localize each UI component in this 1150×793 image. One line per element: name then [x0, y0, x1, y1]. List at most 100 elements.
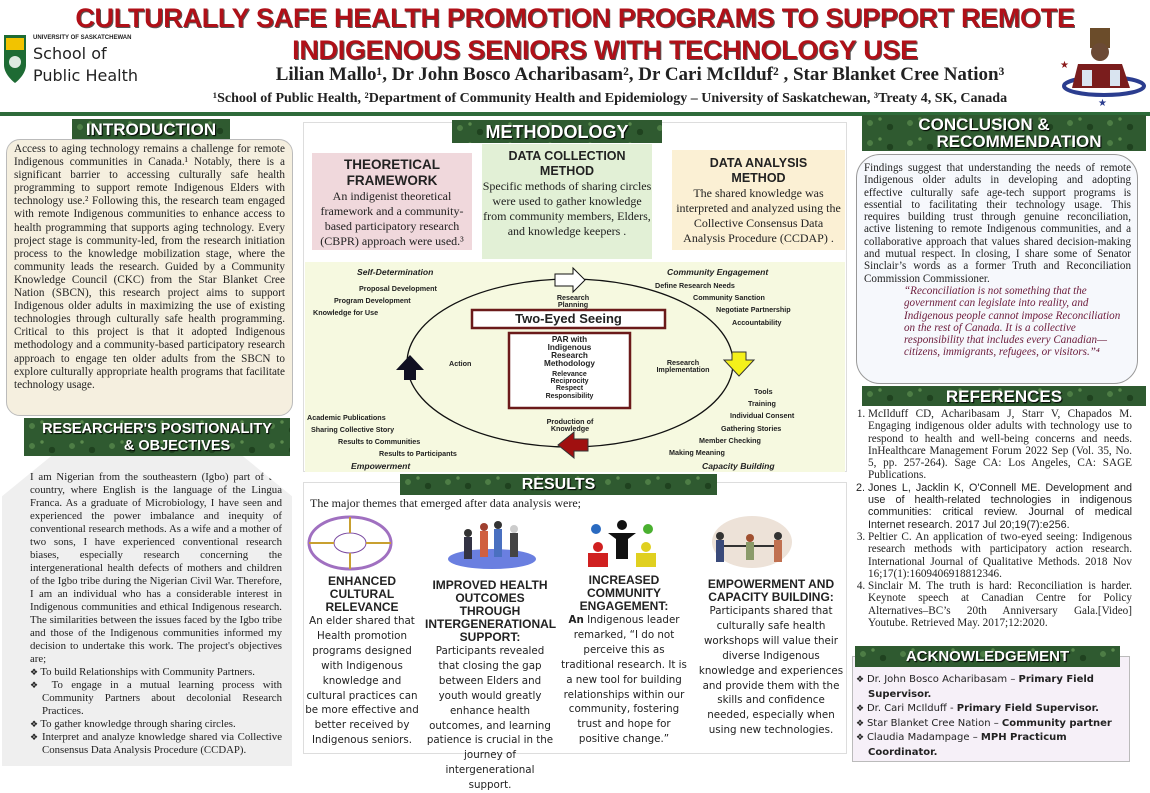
usask-logo: UNIVERSITY OF SASKATCHEWAN School of Pub…	[3, 34, 183, 94]
sinclair-quote: “Reconciliation is not something that th…	[904, 284, 1121, 359]
theme-enhanced-cultural-relevance: ENHANCED CULTURAL RELEVANCE An elder sha…	[303, 575, 421, 748]
principle: Reciprocity	[550, 378, 589, 386]
introduction-heading: INTRODUCTION	[72, 119, 230, 139]
diagram-item: Results to Participants	[379, 449, 457, 458]
theme-text: An Indigenous leader remarked, “I do not…	[560, 613, 688, 747]
usask-shield-icon	[4, 35, 26, 83]
theme-title: EMPOWERMENT AND CAPACITY BUILDING:	[707, 577, 835, 604]
diagram-item: Proposal Development	[359, 284, 437, 293]
data-analysis-title: DATA ANALYSIS METHOD	[709, 156, 808, 185]
logo-university: UNIVERSITY OF SASKATCHEWAN	[33, 35, 132, 41]
diagram-item: Training	[748, 399, 776, 408]
theme-text: An elder shared that Health promotion pr…	[305, 615, 419, 747]
positionality-text: I am Nigerian from the southeastern (Igb…	[30, 471, 282, 665]
diagram-item: Tools	[754, 387, 773, 396]
conclusion-heading-line-2: RECOMMENDATION	[936, 132, 1102, 151]
ack-role: Community partner	[1001, 717, 1112, 729]
theme-text-lead: An	[568, 614, 584, 626]
stage-research-planning: Research Planning	[556, 293, 590, 309]
positionality-heading-line-1: RESEARCHER'S POSITIONALITY	[42, 421, 272, 437]
par-box	[507, 331, 632, 410]
theme-text: Participants shared that culturally safe…	[698, 605, 844, 737]
principle: Respect	[555, 385, 584, 393]
diagram-item: Results to Communities	[338, 437, 421, 446]
arrow-down-icon	[722, 351, 756, 377]
acknowledgement-item: Star Blanket Cree Nation – Community par…	[856, 717, 1126, 732]
ack-role: MPH Practicum Coordinator.	[868, 732, 1067, 758]
theme-text: Participants revealed that closing the g…	[426, 645, 554, 792]
stage-action: Action	[449, 359, 472, 368]
theme-increased-community-engagement: INCREASED COMMUNITY ENGAGEMENT: An Indig…	[560, 574, 688, 747]
quadrant-community-engagement: Community Engagement	[667, 267, 769, 277]
people-holding-hands-icon	[712, 516, 792, 568]
acknowledgement-item: Dr. John Bosco Acharibasam – Primary Fie…	[856, 673, 1126, 702]
results-intro: The major themes that emerged after data…	[310, 496, 581, 510]
data-collection-box: DATA COLLECTION METHOD Specific methods …	[482, 144, 652, 259]
acknowledgement-heading: ACKNOWLEDGEMENT	[855, 646, 1120, 667]
par-line: Methodology	[544, 359, 595, 368]
theoretical-framework-title: THEORETICAL FRAMEWORK	[344, 157, 440, 188]
header-divider	[0, 112, 1150, 116]
objective-item: To engage in a mutual learning process w…	[30, 679, 282, 718]
conclusion-text: Findings suggest that understanding the …	[864, 162, 1131, 285]
theme-empowerment-capacity-building: EMPOWERMENT AND CAPACITY BUILDING: Parti…	[695, 578, 847, 738]
objectives-list: To build Relationships with Community Pa…	[30, 666, 282, 757]
acknowledgement-list: Dr. John Bosco Acharibasam – Primary Fie…	[856, 673, 1126, 761]
results-heading: RESULTS	[400, 474, 717, 495]
diagram-item: Member Checking	[699, 436, 761, 445]
acknowledgement-item: Claudia Madampage – MPH Practicum Coordi…	[856, 731, 1126, 760]
diagram-item: Knowledge for Use	[313, 308, 379, 317]
par-line: PAR with	[551, 335, 588, 344]
quadrant-capacity-building: Capacity Building	[702, 461, 775, 471]
reference-item: Jones L, Jacklin K, O'Connell ME. Develo…	[868, 482, 1132, 531]
quadrant-empowerment: Empowerment	[351, 461, 411, 471]
community-circle-icon	[588, 520, 656, 567]
references-list: McIlduff CD, Acharibasam J, Starr V, Cha…	[850, 408, 1132, 629]
ack-name: Star Blanket Cree Nation –	[866, 717, 999, 729]
data-collection-text: Specific methods of sharing circles were…	[482, 179, 652, 238]
reference-item: Sinclair M. The truth is hard: Reconcili…	[868, 580, 1132, 629]
ack-name: Dr. Cari McIlduff -	[866, 703, 954, 715]
theme-title: IMPROVED HEALTH OUTCOMES THROUGH INTERGE…	[425, 578, 557, 644]
svg-text:★: ★	[1060, 60, 1069, 71]
diagram-item: Making Meaning	[669, 448, 725, 457]
two-eyed-seeing-diagram: Two-Eyed Seeing PAR with Indigenous Rese…	[305, 262, 845, 472]
poster-title-line-1: CULTURALLY SAFE HEALTH PROMOTION PROGRAM…	[75, 3, 1075, 33]
references-heading: REFERENCES	[862, 386, 1146, 406]
star-blanket-logo: ★ ★	[1060, 28, 1146, 106]
ack-role: Primary Field Supervisor.	[956, 703, 1099, 715]
objective-item: To build Relationships with Community Pa…	[30, 666, 282, 679]
two-eyed-seeing-title: Two-Eyed Seeing	[515, 311, 622, 326]
diagram-item: Gathering Stories	[721, 424, 782, 433]
logo-school-of: School of	[33, 44, 107, 63]
positionality-box: I am Nigerian from the southeastern (Igb…	[2, 456, 292, 766]
stage-production-of-knowledge: Production of Knowledge	[546, 417, 594, 433]
theme-title: INCREASED COMMUNITY ENGAGEMENT:	[579, 573, 669, 613]
acknowledgement-item: Dr. Cari McIlduff - Primary Field Superv…	[856, 702, 1126, 717]
diagram-item: Program Development	[334, 296, 411, 305]
culture-wheel-icon	[307, 515, 393, 571]
par-box-text: PAR with Indigenous Research Methodology…	[509, 335, 630, 400]
logo-public-health: Public Health	[33, 66, 138, 85]
diagram-item: Community Sanction	[693, 293, 765, 302]
stage-research-implementation: Research Implementation	[656, 358, 710, 374]
svg-text:★: ★	[1098, 98, 1107, 106]
arrow-left-icon	[557, 430, 589, 460]
introduction-text: Access to aging technology remains a cha…	[14, 143, 285, 391]
diagram-item: Individual Consent	[730, 411, 795, 420]
diagram-item: Academic Publications	[307, 413, 386, 422]
data-analysis-box: DATA ANALYSIS METHOD The shared knowledg…	[672, 150, 845, 250]
diagram-item: Negotiate Partnership	[716, 305, 791, 314]
arrow-right-icon	[554, 266, 586, 294]
diagram-item: Sharing Collective Story	[311, 425, 395, 434]
two-eyed-seeing-box	[470, 308, 667, 330]
theme-title: ENHANCED CULTURAL RELEVANCE	[325, 574, 399, 614]
cycle-ellipse	[396, 266, 756, 460]
ack-name: Claudia Madampage –	[866, 732, 978, 744]
par-line: Indigenous	[547, 343, 592, 352]
objective-item: Interpret and analyze knowledge shared v…	[30, 731, 282, 757]
conclusion-box: Findings suggest that understanding the …	[856, 154, 1138, 384]
introduction-box: Access to aging technology remains a cha…	[6, 139, 293, 416]
diagram-item: Accountability	[732, 318, 782, 327]
methodology-heading: METHODOLOGY	[452, 120, 662, 143]
